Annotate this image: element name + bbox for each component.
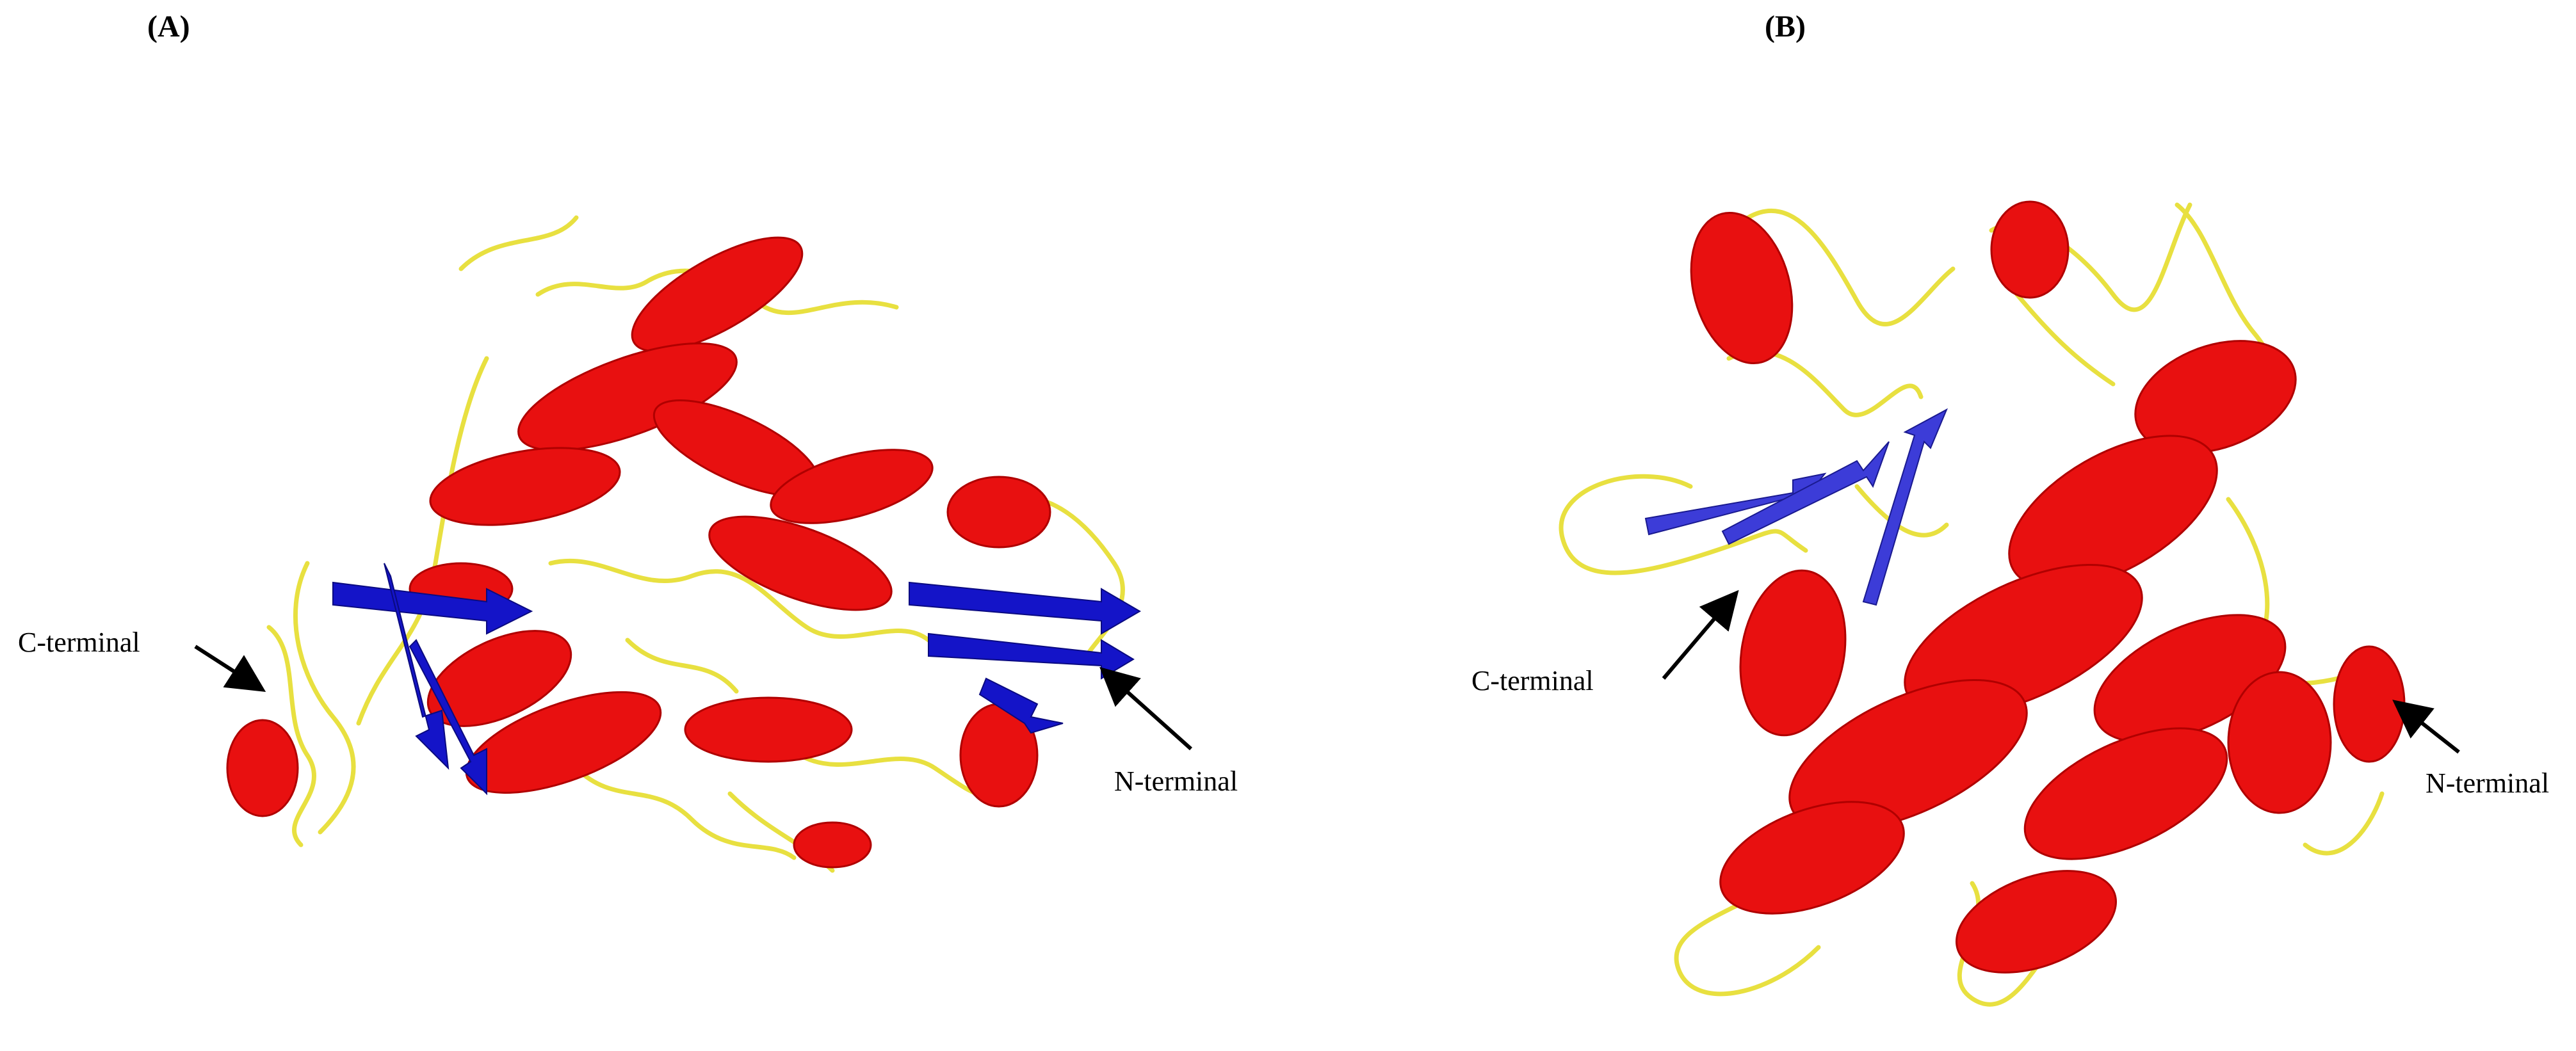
panel-a-c-terminal-arrow — [194, 645, 266, 693]
panel-b-n-terminal-arrow — [2392, 700, 2460, 754]
panel-b-label: (B) — [1765, 10, 1806, 44]
panel-b-structure — [1559, 200, 2406, 1007]
panel-b-n-terminal-label: N-terminal — [2426, 767, 2550, 799]
panel-a-c-terminal-label: C-terminal — [18, 627, 140, 658]
panel-a-label: (A) — [147, 10, 190, 44]
panel-b-sheets — [1644, 408, 1948, 606]
panel-a-n-terminal-arrow — [1099, 666, 1193, 751]
panel-b-helices — [1690, 200, 2406, 974]
panel-a-n-terminal-label: N-terminal — [1114, 766, 1238, 797]
panel-b-c-terminal-arrow — [1662, 590, 1739, 680]
panel-b-c-terminal-label: C-terminal — [1471, 665, 1594, 696]
panel-a-sheets — [332, 563, 1141, 796]
panel-a-structure — [226, 215, 1141, 873]
panel-a-helices — [226, 236, 1051, 869]
